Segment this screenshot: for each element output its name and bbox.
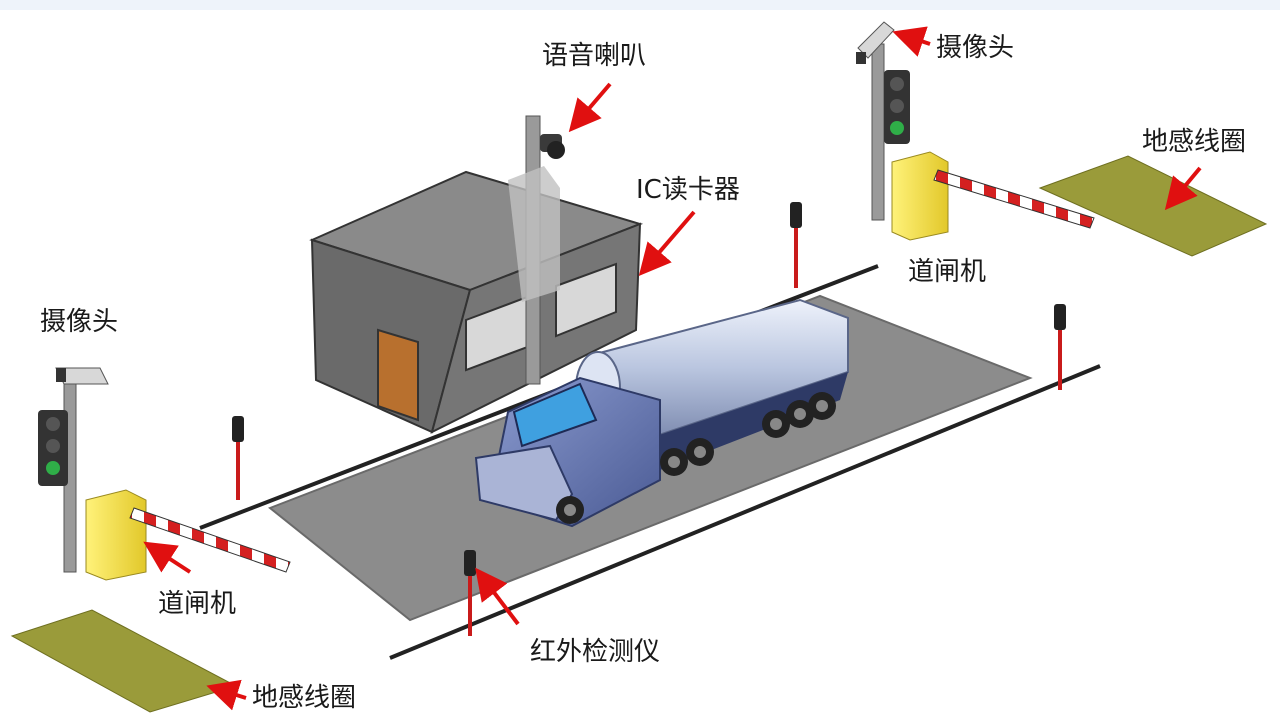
label-speaker: 语音喇叭 — [542, 41, 646, 71]
arrow-card-reader — [638, 210, 696, 277]
label-infrared: 红外检测仪 — [530, 637, 660, 667]
arrow-speaker — [568, 82, 612, 133]
traffic-light-icon — [38, 410, 68, 486]
speaker-pole — [508, 115, 565, 385]
arrow-loop-left — [206, 679, 247, 711]
tanker-truck-icon — [474, 298, 849, 528]
booth-door — [377, 328, 419, 422]
arrow-camera-right — [892, 26, 931, 57]
infrared-sensor — [464, 550, 476, 636]
label-loop-right: 地感线圈 — [1142, 127, 1246, 157]
label-camera-left: 摄像头 — [40, 307, 118, 337]
label-gate-right: 道闸机 — [908, 257, 986, 287]
loop-coil-right — [1038, 155, 1268, 257]
arrow-loop-right — [1164, 166, 1202, 211]
traffic-light-icon — [884, 70, 910, 144]
gate-right — [856, 21, 1095, 241]
arrow-infrared — [475, 567, 520, 626]
label-loop-left: 地感线圈 — [252, 683, 356, 713]
booth-window — [555, 262, 617, 338]
camera-icon — [55, 367, 109, 385]
infrared-sensor — [1054, 304, 1066, 390]
pointer-arrows — [143, 26, 1202, 711]
loop-coil-left — [10, 609, 238, 713]
infrared-sensor — [790, 202, 802, 288]
label-camera-right: 摄像头 — [936, 33, 1014, 63]
gate-left — [38, 367, 291, 581]
label-card-reader: IC读卡器 — [636, 175, 740, 205]
label-gate-left: 道闸机 — [158, 589, 236, 619]
top-band — [0, 0, 1280, 10]
speaker-icon — [540, 134, 565, 159]
arrow-gate-left — [143, 541, 192, 574]
infrared-sensor — [232, 416, 244, 500]
infrared-sensors — [232, 202, 1066, 636]
